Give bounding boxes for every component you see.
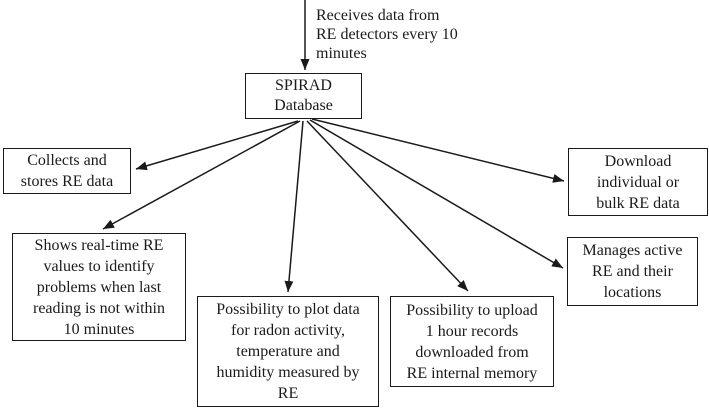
- node-upload-records: Possibility to upload 1 hour records dow…: [390, 296, 554, 387]
- node-spirad-database: SPIRAD Database: [245, 73, 362, 119]
- arrow-database-to-realtime: [102, 120, 301, 230]
- node-manages-re: Manages active RE and their locations: [567, 237, 698, 306]
- arrow-database-to-upload: [306, 120, 469, 292]
- node-download-data: Download individual or bulk RE data: [568, 148, 708, 216]
- arrow-database-to-collects: [135, 120, 299, 171]
- arrow-database-to-plot: [284, 120, 304, 293]
- node-plot-data: Possibility to plot data for radon activ…: [197, 296, 379, 407]
- input-source-label: Receives data from RE detectors every 10…: [316, 7, 458, 62]
- arrow-database-to-manages: [309, 119, 564, 269]
- arrow-database-to-download: [311, 118, 565, 183]
- node-realtime-values: Shows real-time RE values to identify pr…: [12, 233, 186, 341]
- node-collects-stores-data: Collects and stores RE data: [3, 148, 131, 194]
